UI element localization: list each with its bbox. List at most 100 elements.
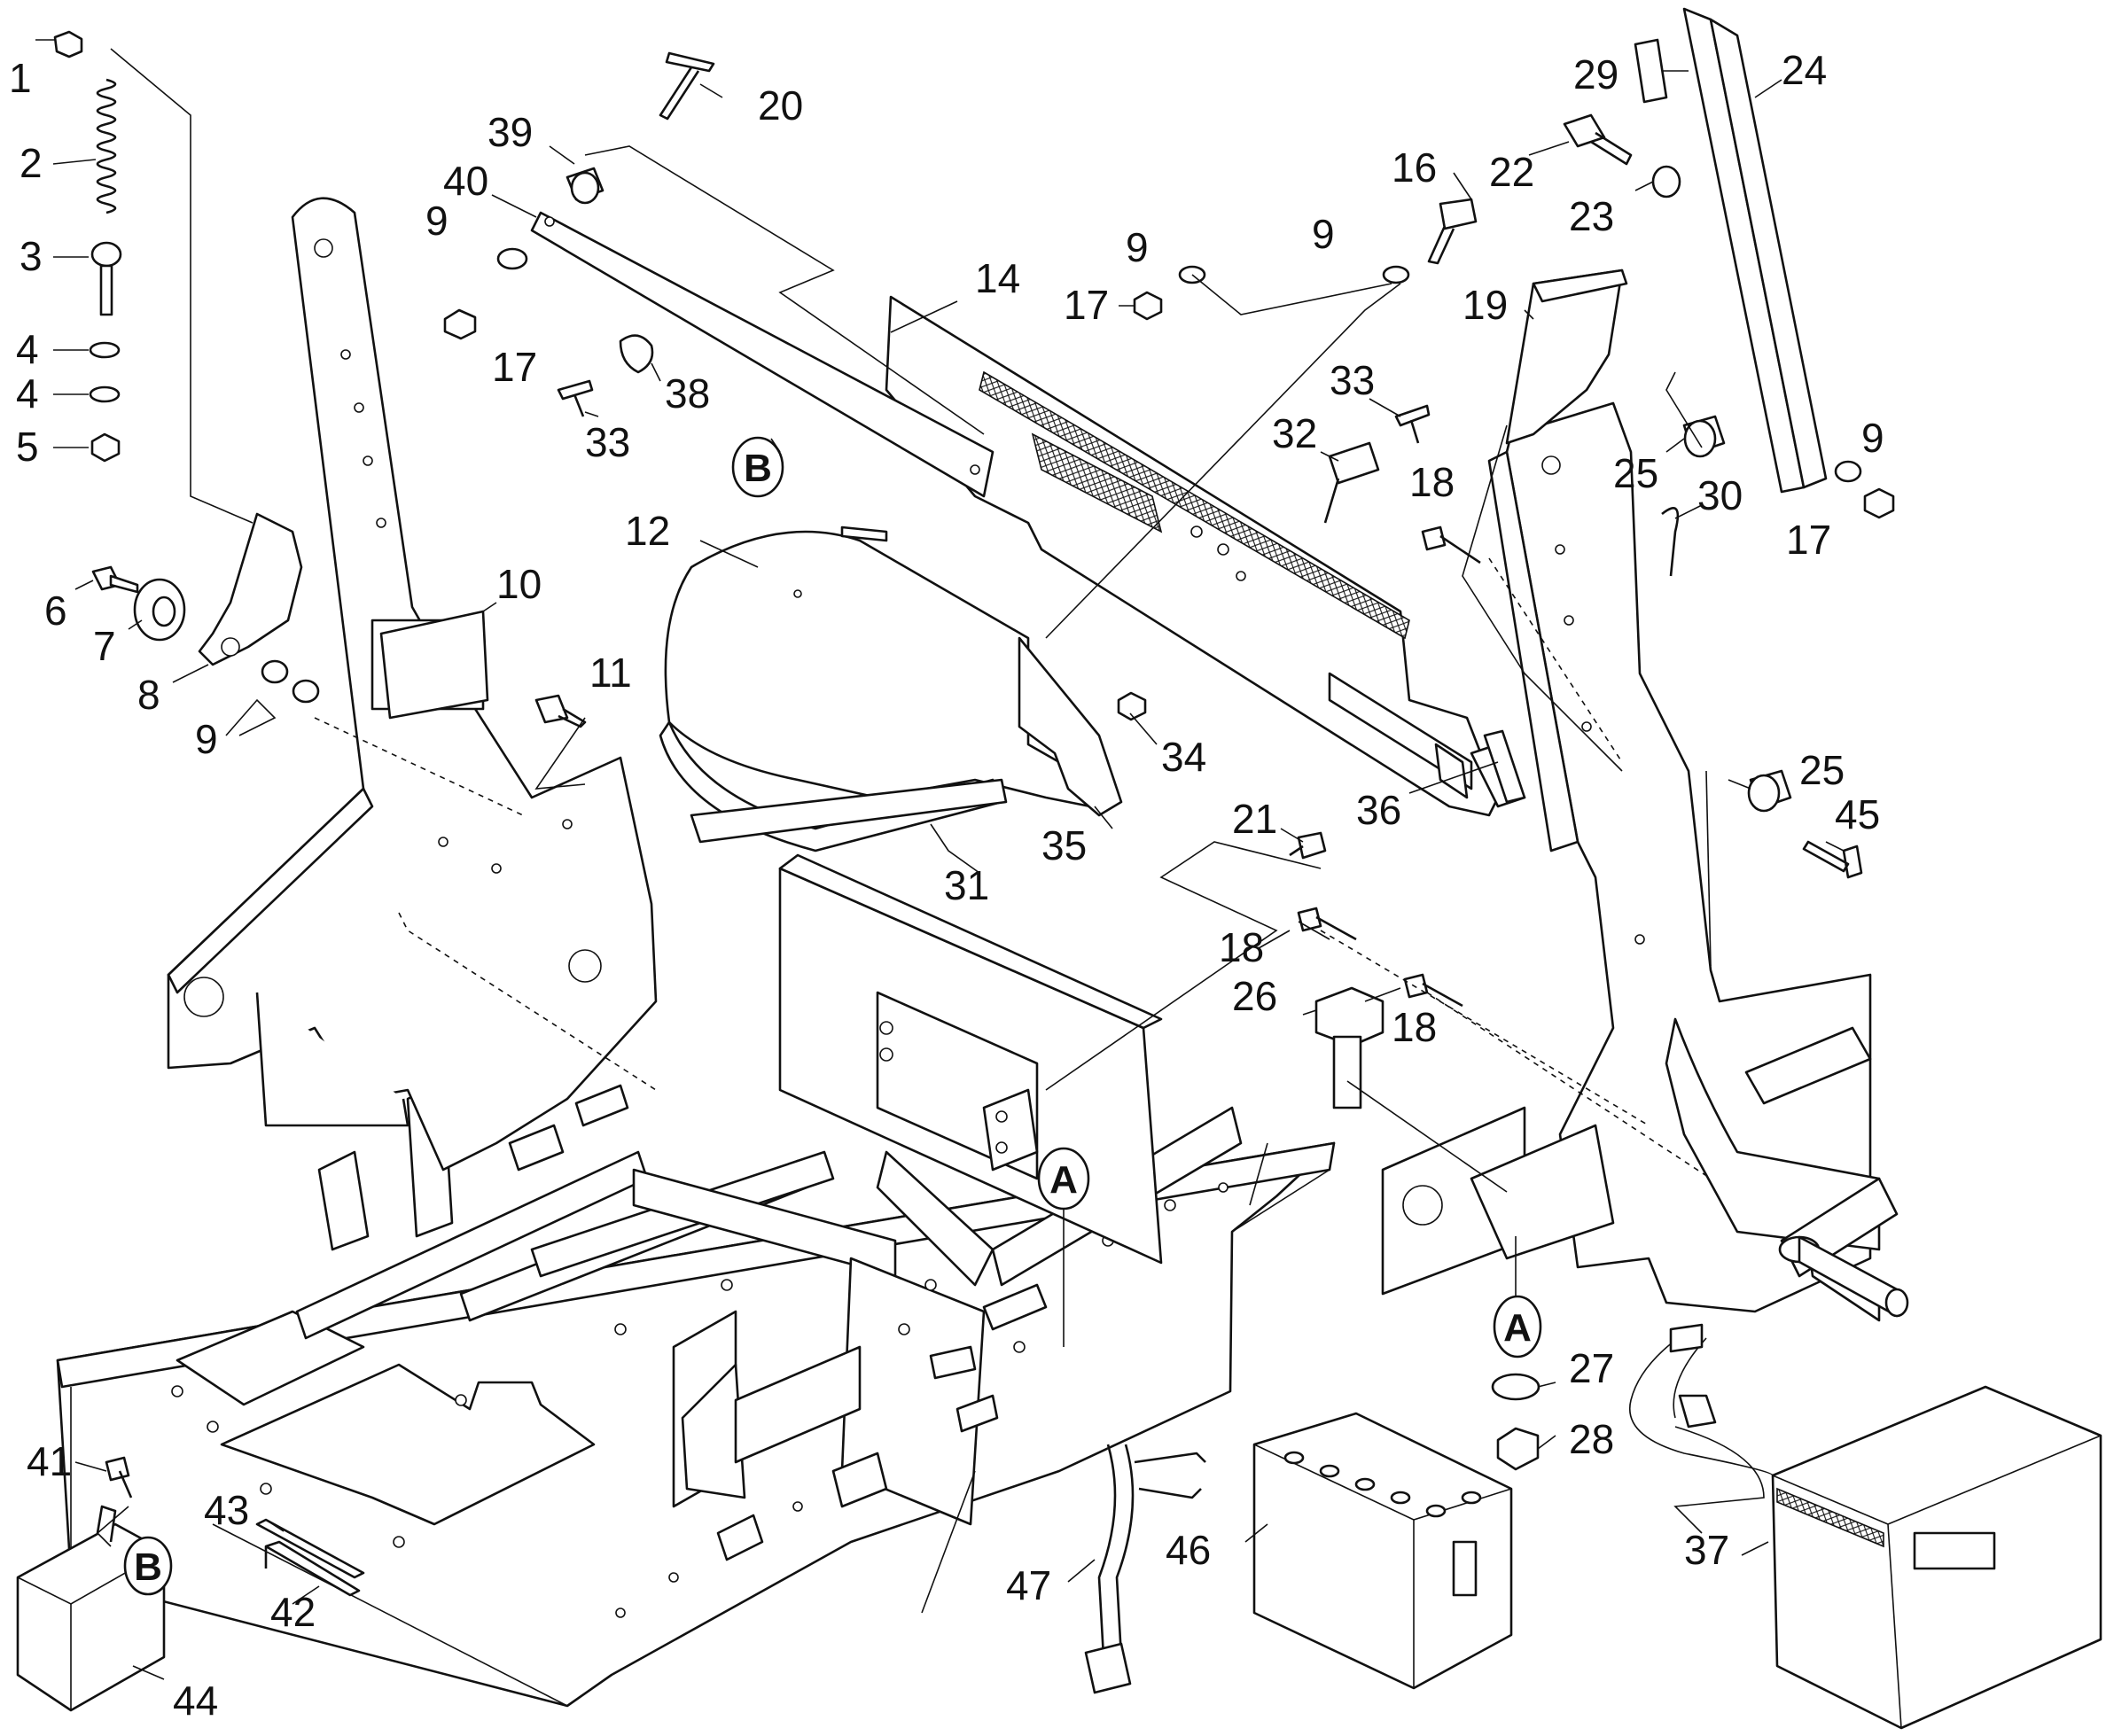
callout-46: 46 (1166, 1527, 1211, 1573)
callout-19: 19 (1462, 282, 1508, 328)
callout-40: 40 (443, 158, 488, 204)
callout-8: 8 (137, 672, 160, 718)
washer-9a (261, 659, 289, 684)
screw-18a (1421, 525, 1481, 564)
nut-17a (443, 308, 477, 340)
lever-8 (198, 512, 303, 666)
callout-22: 22 (1489, 149, 1534, 195)
hook-30 (1661, 507, 1680, 577)
edge-strip-31 (690, 778, 1008, 844)
callout-17: 17 (492, 344, 537, 390)
callout-17: 17 (1786, 517, 1831, 563)
reference-marker-A: A (1037, 1147, 1090, 1211)
callout-3: 3 (20, 233, 43, 279)
reference-marker-A: A (1493, 1295, 1542, 1358)
callout-39: 39 (488, 109, 533, 155)
base-frame (56, 1079, 1336, 1708)
callout-30: 30 (1697, 472, 1743, 518)
nut-17b (1133, 291, 1163, 321)
callout-6: 6 (44, 588, 67, 634)
callout-36: 36 (1356, 787, 1401, 833)
steering-pivot-arm (1665, 1017, 1909, 1322)
eyebolt-3 (90, 241, 122, 268)
callout-28: 28 (1569, 1416, 1614, 1462)
allen-key-43 (255, 1518, 365, 1579)
screw-18c (1403, 973, 1463, 1008)
reference-markers: A A B B (123, 436, 1542, 1596)
callout-4: 4 (16, 370, 39, 416)
svg-text:B: B (744, 447, 772, 490)
callout-34: 34 (1161, 734, 1206, 780)
nut-17c (1863, 487, 1895, 519)
callout-14: 14 (975, 255, 1020, 301)
center-upright-panel (778, 853, 1163, 1265)
callout-9: 9 (1126, 224, 1149, 270)
spring-2 (96, 78, 117, 214)
back-panel-assembly (885, 295, 1526, 817)
switch-32 (1323, 441, 1380, 524)
bolt-45 (1802, 840, 1863, 879)
callout-2: 2 (20, 140, 43, 186)
callout-33: 33 (1330, 357, 1375, 403)
washer-4a (89, 341, 121, 359)
callout-11: 11 (589, 650, 632, 696)
callout-45: 45 (1835, 791, 1880, 837)
screw-33b (1394, 404, 1431, 444)
nut-1 (53, 30, 83, 58)
callout-38: 38 (665, 370, 710, 416)
screw-41 (105, 1456, 133, 1499)
svg-text:A: A (1503, 1306, 1532, 1350)
callout-9: 9 (1312, 211, 1335, 257)
screw-21 (1289, 831, 1327, 860)
plug (1669, 1323, 1704, 1353)
cables-47 (1097, 1444, 1117, 1658)
battery-charger-group (1084, 1323, 2102, 1730)
strip-36 (1483, 729, 1526, 804)
callout-33: 33 (585, 419, 630, 465)
leader-lines (35, 39, 1845, 1680)
bolt-26 (1314, 986, 1384, 1047)
washer-9c (496, 247, 528, 270)
callout-16: 16 (1392, 144, 1437, 191)
callout-47: 47 (1006, 1562, 1051, 1608)
callout-24: 24 (1782, 47, 1827, 93)
nut-34 (1117, 691, 1147, 721)
bracket-10 (379, 610, 489, 720)
hardware-parts (53, 7, 1895, 1471)
callout-42: 42 (270, 1589, 316, 1635)
callout-18: 18 (1219, 924, 1264, 970)
callout-18: 18 (1392, 1004, 1437, 1050)
washer-9b (292, 679, 320, 704)
callout-31: 31 (944, 862, 989, 908)
callout-4: 4 (16, 326, 39, 372)
callout-9: 9 (425, 198, 448, 244)
callout-44: 44 (173, 1678, 218, 1724)
screw-33a (557, 379, 594, 417)
callout-20: 20 (758, 82, 803, 128)
callout-29: 29 (1573, 51, 1618, 97)
callout-43: 43 (204, 1487, 249, 1533)
reference-marker-B: B (123, 1536, 173, 1596)
washer-9f (1834, 460, 1862, 483)
callout-35: 35 (1041, 822, 1087, 868)
callout-21: 21 (1232, 796, 1277, 842)
callout-17: 17 (1064, 282, 1109, 328)
callout-9: 9 (195, 716, 218, 762)
panel-strip-40 (530, 211, 994, 498)
screw-20 (659, 51, 715, 121)
callout-37: 37 (1684, 1527, 1729, 1573)
callout-32: 32 (1272, 410, 1317, 456)
callout-25: 25 (1613, 450, 1658, 496)
screw-18b (1297, 907, 1357, 941)
callout-7: 7 (93, 623, 116, 669)
callout-5: 5 (16, 424, 39, 470)
callout-1: 1 (9, 55, 32, 101)
callout-41: 41 (27, 1438, 72, 1484)
washer-4b (89, 385, 121, 403)
reference-marker-B: B (731, 436, 784, 498)
screw-11 (534, 694, 587, 728)
washer-27 (1491, 1373, 1540, 1401)
battery-46 (1252, 1412, 1513, 1690)
nut-23 (1651, 165, 1681, 199)
